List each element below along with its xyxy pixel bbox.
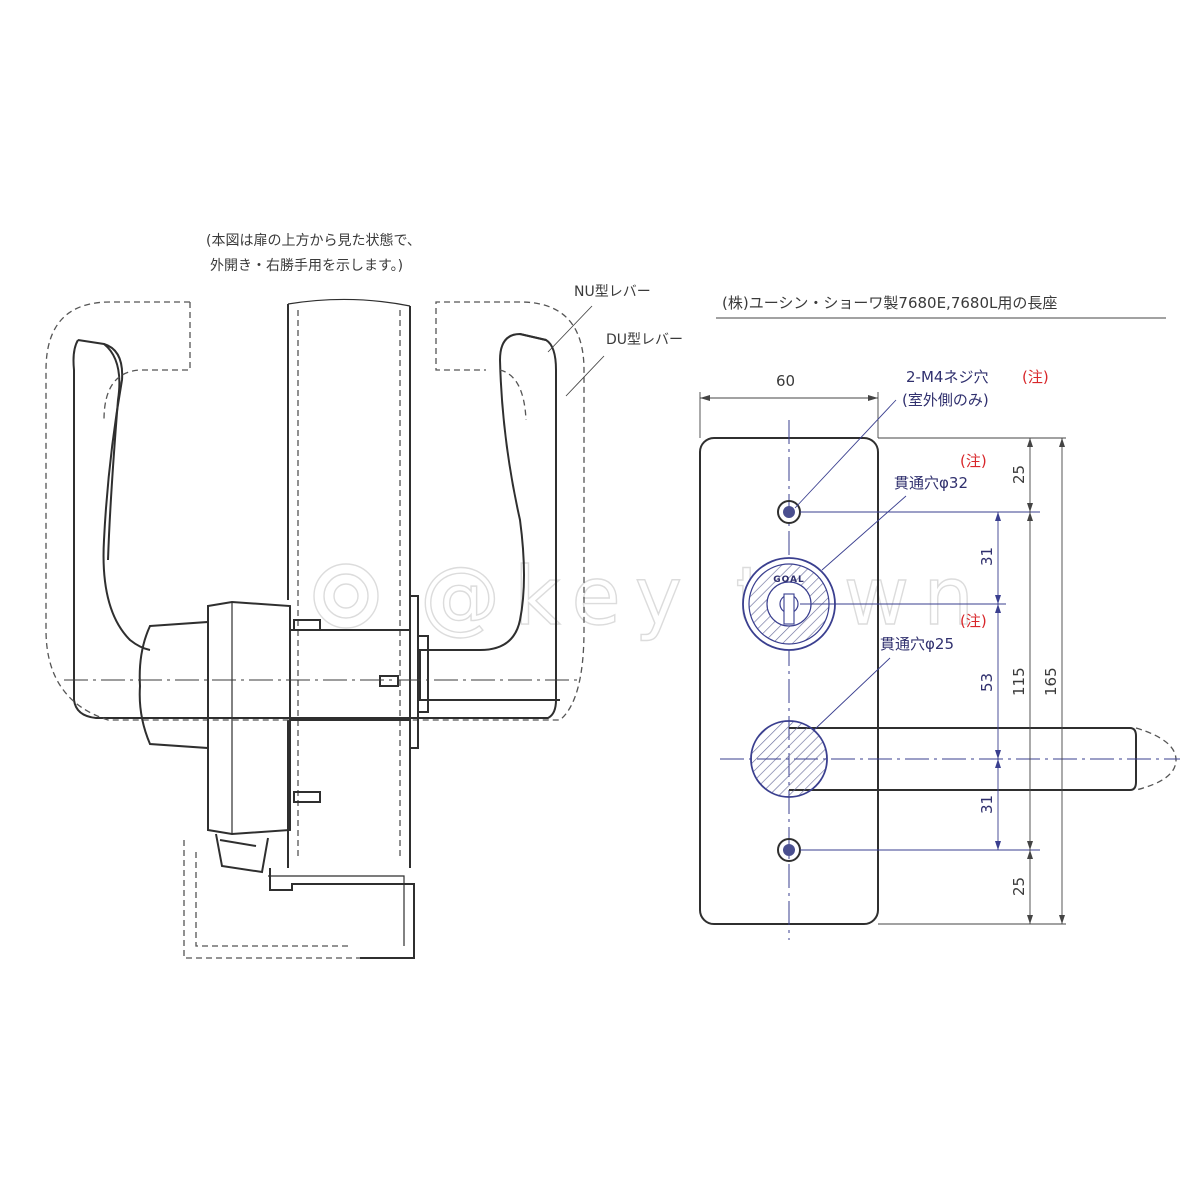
hole32-label: 貫通穴φ32 — [894, 474, 968, 492]
dimension-overall: 165 — [1042, 438, 1065, 924]
screw-hole-label: 2-M4ネジ穴 — [906, 368, 988, 386]
du-lever-label: DU型レバー — [606, 332, 683, 348]
dimension-31-lower: 31 — [978, 795, 996, 814]
escutcheon-view: (株)ユーシン・ショーワ製7680E,7680L用の長座 60 — [699, 294, 1180, 940]
watermark-text: @key town — [420, 550, 988, 643]
escutcheon-title: (株)ユーシン・ショーワ製7680E,7680L用の長座 — [722, 294, 1057, 312]
hole25-label: 貫通穴φ25 — [880, 635, 954, 653]
view-note-line1: (本図は扉の上方から見た状態で、 — [206, 233, 421, 249]
nu-lever-label: NU型レバー — [574, 284, 651, 300]
screw-hole-sub: (室外側のみ) — [902, 391, 989, 409]
dimension-outer-chain: 25 115 25 — [1010, 438, 1033, 924]
dimension-chain: 31 53 31 — [978, 512, 1001, 850]
lever-hole — [720, 720, 1180, 798]
door-frame — [183, 840, 415, 959]
dimension-25-top: 25 — [1010, 465, 1028, 484]
cylinder-hole: GOAL — [742, 557, 836, 651]
du-lever-outline — [45, 301, 585, 721]
watermark: @key town — [313, 549, 988, 644]
nu-lever-outline — [72, 332, 560, 719]
dimension-31-upper: 31 — [978, 547, 996, 566]
hole25-note: (注) — [960, 612, 987, 630]
dimension-53: 53 — [978, 673, 996, 692]
screw-hole-note: (注) — [1022, 368, 1049, 386]
lever-top-view: (本図は扉の上方から見た状態で、 外開き・右勝手用を示します。) — [45, 233, 683, 959]
view-note-line2: 外開き・右勝手用を示します。) — [210, 258, 403, 274]
dimension-width-value: 60 — [776, 372, 795, 390]
cylinder-brand: GOAL — [773, 575, 805, 585]
lever-hub — [138, 595, 429, 874]
hole32-note: (注) — [960, 452, 987, 470]
dimension-165: 165 — [1042, 667, 1060, 696]
door-section — [287, 298, 411, 868]
dimension-115: 115 — [1010, 667, 1028, 696]
dimension-width: 60 — [699, 372, 879, 438]
dimension-25-bottom: 25 — [1010, 877, 1028, 896]
